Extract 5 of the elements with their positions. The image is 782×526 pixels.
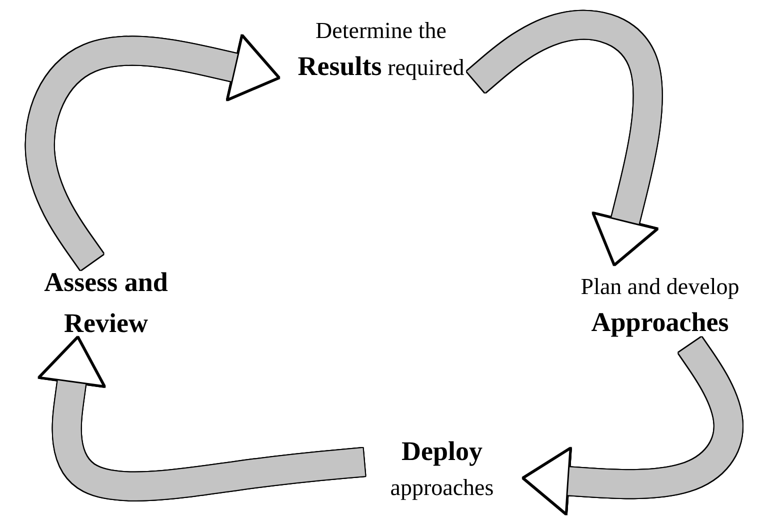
- step-label: Assess and Review: [22, 262, 190, 343]
- step-label: Determine the Results required: [286, 14, 476, 86]
- curved-arrow: [39, 337, 366, 500]
- step-label: Deploy approaches: [368, 432, 516, 504]
- step-label: Plan and develop Approaches: [546, 270, 774, 342]
